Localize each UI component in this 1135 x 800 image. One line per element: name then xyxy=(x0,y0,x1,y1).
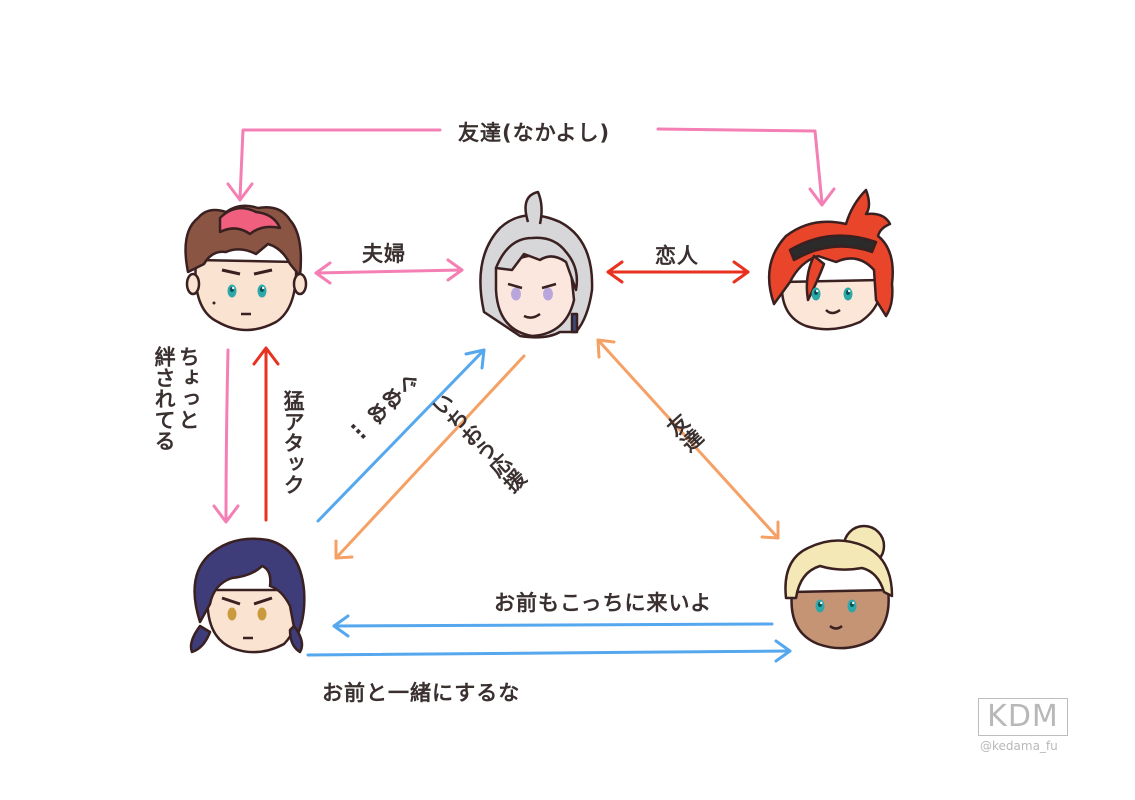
watermark-logo: KDM xyxy=(978,698,1068,736)
arrow-attack xyxy=(254,348,278,520)
arrow-bond xyxy=(214,350,238,522)
character-head-center xyxy=(480,192,592,337)
label-married: 夫婦 xyxy=(362,238,406,268)
character-head-topleft xyxy=(186,206,306,330)
character-head-bottomleft xyxy=(191,539,304,652)
label-dont-lump: お前と一緒にするな xyxy=(322,677,520,707)
watermark-handle: @kedama_fu xyxy=(980,739,1058,753)
label-friends-top: 友達(なかよし) xyxy=(458,117,610,147)
arrow-come-here xyxy=(334,616,772,636)
character-head-topright xyxy=(769,190,893,329)
character-head-bottomright xyxy=(785,526,892,648)
arrow-dont-lump xyxy=(308,641,790,661)
label-bond: ちょっと 絆されてる xyxy=(152,346,200,451)
label-come-here: お前もこっちに来いよ xyxy=(494,587,712,617)
label-attack: 猛アタック xyxy=(281,390,305,495)
label-lovers: 恋人 xyxy=(655,240,699,270)
